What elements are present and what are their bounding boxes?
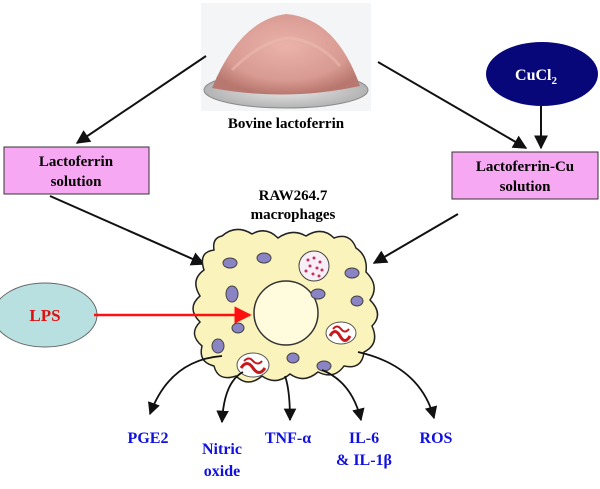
lps-label: LPS [29, 306, 60, 325]
arrow-to-tnf [283, 375, 297, 422]
macrophage-cell [192, 228, 379, 383]
output-nitric-oxide-line1: Nitric [202, 441, 242, 458]
output-il6-line2: & IL-1β [336, 452, 392, 469]
output-labels: PGE2 Nitric oxide TNF-α IL-6 & IL-1β ROS [128, 430, 453, 480]
mitochondria [236, 321, 357, 378]
arrow-to-pge2 [148, 355, 223, 416]
output-ros: ROS [420, 430, 453, 447]
arrow-to-nitric-oxide [216, 371, 244, 424]
bovine-lactoferrin-caption: Bovine lactoferrin [228, 116, 345, 132]
lactoferrin-box-line2: solution [51, 174, 103, 190]
lps-node: LPS [0, 282, 98, 348]
arrow-to-il6 [321, 369, 365, 422]
arrow-photo-to-lactoferrin [75, 55, 207, 144]
arrow-lactoferrin-cu-to-cell [372, 213, 459, 264]
lactoferrin-cu-box-line1: Lactoferrin-Cu [476, 159, 574, 175]
lactoferrin-box-line1: Lactoferrin [39, 154, 114, 170]
cell-label-line1: RAW264.7 [259, 188, 328, 204]
lysosome [298, 250, 330, 282]
lactoferrin-powder-photo [201, 3, 371, 111]
cucl2-label: CuCl2 [515, 67, 557, 87]
output-tnf-alpha: TNF-α [265, 430, 311, 447]
cell-label-line2: macrophages [251, 207, 336, 223]
lactoferrin-solution-box: Lactoferrin solution [3, 146, 150, 195]
output-arrows [148, 351, 438, 424]
output-nitric-oxide-line2: oxide [204, 463, 240, 480]
arrow-to-ros [357, 351, 438, 420]
output-pge2: PGE2 [128, 430, 169, 447]
output-il6-line1: IL-6 [349, 430, 379, 447]
lactoferrin-cu-box-line2: solution [500, 179, 552, 195]
lactoferrin-cu-solution-box: Lactoferrin-Cu solution [451, 151, 599, 200]
arrow-photo-to-lactoferrin-cu [377, 61, 528, 149]
nucleus [253, 280, 319, 346]
arrow-lactoferrin-to-cell [49, 195, 206, 266]
cucl2-node: CuCl2 [486, 42, 598, 106]
